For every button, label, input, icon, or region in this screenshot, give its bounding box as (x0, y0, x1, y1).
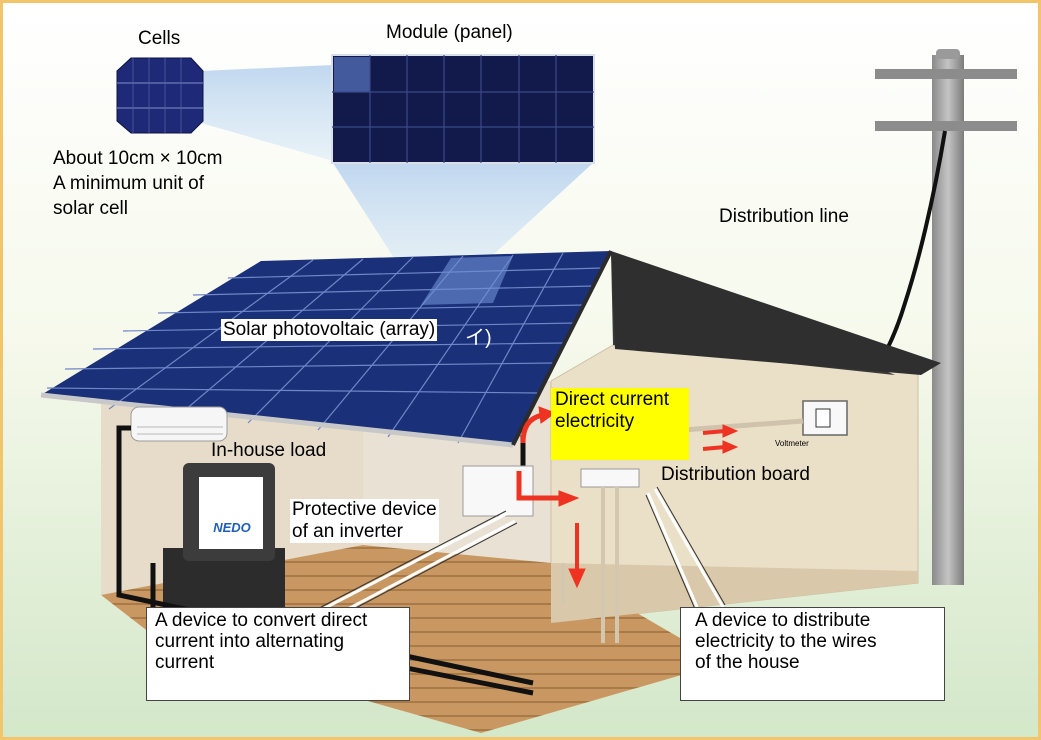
solar-cell (116, 57, 204, 134)
highlighted-module (421, 256, 513, 305)
inverter-label: Protective device of an inverter (290, 499, 439, 543)
cell-size-label: About 10cm × 10cm (53, 148, 223, 169)
cell-description-line1: A minimum unit of (53, 173, 204, 194)
board-description-line2: electricity to the wires (695, 631, 877, 652)
board-description-line1: A device to distribute (695, 610, 871, 631)
distribution-line-label: Distribution line (719, 206, 849, 227)
inverter-box (462, 465, 534, 517)
in-house-load-label: In-house load (211, 440, 327, 461)
roof-eave (40, 392, 514, 448)
board-description-box: A device to distribute electricity to th… (680, 607, 945, 701)
voltmeter-label: Voltmeter (775, 439, 809, 448)
roof-right-slope (611, 251, 941, 375)
inverter-description-line2: current into alternating (155, 631, 345, 652)
cell-zoom-beam (201, 65, 333, 161)
wall-conduits (561, 487, 619, 643)
floor-edge (551, 563, 918, 623)
solar-module (331, 54, 595, 164)
current-flow-arrows (516, 406, 739, 589)
direct-current-line1: Direct current (555, 389, 670, 410)
voltmeter-box (802, 400, 848, 436)
array-label-fragment: イ) (465, 327, 492, 349)
inverter-label-line2: of an inverter (292, 521, 403, 543)
distribution-board-box (580, 468, 640, 488)
module-label: Module (panel) (386, 22, 513, 43)
inverter-label-line1: Protective device (292, 499, 437, 520)
utility-pole (843, 49, 1017, 585)
module-zoom-beam (333, 163, 593, 275)
board-description-line3: of the house (695, 652, 800, 673)
inverter-description-box: A device to convert direct current into … (146, 607, 410, 701)
cell-description-line2: solar cell (53, 198, 128, 219)
callout-leaders (322, 488, 725, 611)
inverter-description-line1: A device to convert direct (155, 610, 368, 631)
callout-leader-outlines (320, 486, 726, 612)
cells-label: Cells (138, 28, 181, 49)
appliance-logo: NEDO (213, 519, 251, 535)
television (163, 463, 285, 618)
direct-current-line2: electricity (555, 411, 635, 432)
roof-edge (511, 250, 613, 446)
direct-current-label: Direct current electricity (551, 388, 689, 460)
air-conditioner (130, 406, 228, 442)
inverter-description-line3: current (155, 652, 215, 673)
array-label: Solar photovoltaic (array) (221, 319, 438, 341)
distribution-board-label: Distribution board (661, 464, 810, 485)
